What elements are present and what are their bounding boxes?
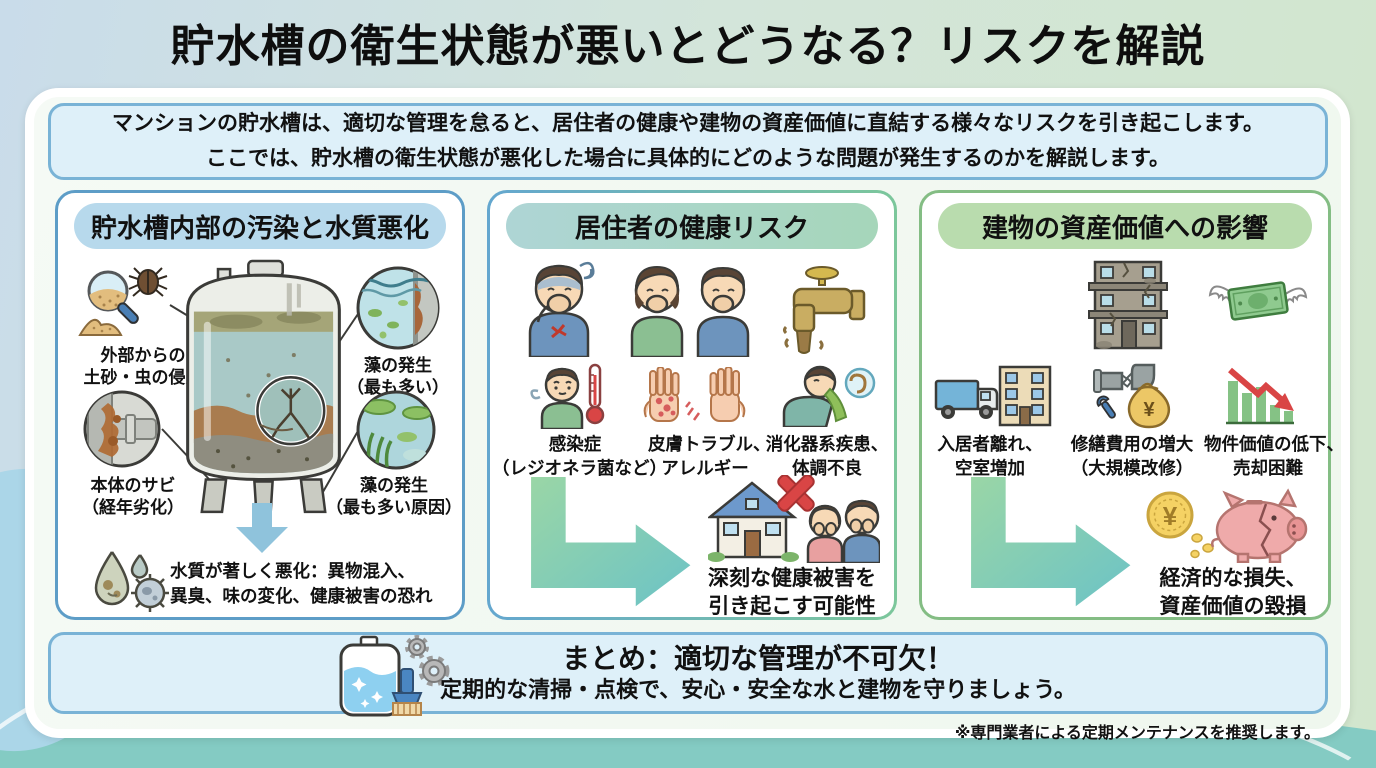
callout-intrusion-label: 外部からの 土砂・虫の侵入 <box>83 346 203 388</box>
algae-growth-icon <box>356 390 436 470</box>
asset-result-text: 経済的な損失、 資産価値の毀損 <box>1159 567 1307 619</box>
callout-algae-bottom-label: 藻の発生 （最も多い原因） <box>326 476 462 518</box>
intro-line-2: ここでは、貯水槽の衛生状態が悪化した場合に具体的にどのような問題が発生するのかを… <box>206 146 1170 170</box>
tank-illustration <box>186 259 341 516</box>
panel-asset-value: 建物の資産価値への影響 <box>919 190 1344 620</box>
elbow-arrow-icon <box>531 477 691 607</box>
summary-box: まとめ：適切な管理が不可欠！ 定期的な清掃・点検で、安心・安全な水と建物を守りま… <box>48 632 1328 717</box>
intro-box: マンションの貯水槽は、適切な管理を怠ると、居住者の健康や建物の資産価値に直結する… <box>48 103 1328 180</box>
asset-item-repair-label: 修繕費用の増大 （大規模改修） <box>1070 434 1194 478</box>
fever-child-icon <box>530 363 605 429</box>
dirty-drops-germ-icon <box>94 551 169 612</box>
clean-tank-brush-gears-icon <box>339 635 450 717</box>
svg-text:¥: ¥ <box>1143 399 1155 421</box>
asset-item-value-label: 物件価値の低下、 売却困難 <box>1204 434 1344 478</box>
summary-subtitle: 定期的な清掃・点検で、安心・安全な水と建物を守りましょう。 <box>440 677 1076 703</box>
asset-item-vacancy-label: 入居者離れ、 空室増加 <box>937 434 1043 478</box>
nausea-pair-icon <box>630 265 750 357</box>
callout-algae-top-label: 藻の発生 （最も多い） <box>347 356 449 398</box>
down-arrow-icon <box>236 503 288 553</box>
vomiting-person-icon <box>782 365 876 427</box>
yen-coin-piggy-icon: ¥ <box>1146 488 1308 563</box>
broken-pipe-moneybag-icon: ¥ <box>1093 363 1171 429</box>
summary-title: まとめ：適切な管理が不可欠！ <box>561 643 954 675</box>
declining-chart-icon <box>1226 367 1294 425</box>
svg-text:¥: ¥ <box>1163 501 1178 531</box>
algae-wall-icon <box>356 266 440 350</box>
intro-line-1: マンションの貯水槽は、適切な管理を怠ると、居住者の健康や建物の資産価値に直結する… <box>111 111 1265 135</box>
moving-truck-building-icon <box>934 365 1052 427</box>
tank-result-text: 水質が著しく悪化：異物混入、 異臭、味の変化、健康被害の恐れ <box>170 561 433 606</box>
elbow-arrow-icon <box>971 477 1131 607</box>
health-item-digestive-label: 消化器系疾患、 体調不良 <box>765 434 889 478</box>
panel-health-risk: 居住者の健康リスク <box>487 190 897 620</box>
dirty-faucet-icon <box>783 266 866 354</box>
flying-money-icon <box>1208 281 1308 321</box>
magnifier-sand-bug-icon <box>78 267 168 336</box>
rust-pipe-icon <box>83 390 161 468</box>
rash-hands-icon <box>643 367 746 422</box>
page-title: 貯水槽の衛生状態が悪いとどうなる？リスクを解説 <box>170 22 1206 71</box>
health-item-infection-label: 感染症 （レジオネラ菌など） <box>492 434 667 478</box>
panel-tank-contamination: 貯水槽内部の汚染と水質悪化 外部からの 土砂・虫の <box>55 190 465 620</box>
panel-tank-title: 貯水槽内部の汚染と水質悪化 <box>74 203 446 249</box>
health-item-skin-label: 皮膚トラブル、 アレルギー <box>648 434 771 478</box>
panel-asset-title: 建物の資産価値への影響 <box>938 203 1312 249</box>
summary-text-block: まとめ：適切な管理が不可欠！ 定期的な清掃・点検で、安心・安全な水と建物を守りま… <box>231 635 1285 711</box>
health-result-text: 深刻な健康被害を 引き起こす可能性 <box>708 567 876 619</box>
panel-health-title: 居住者の健康リスク <box>506 203 878 249</box>
old-building-icon <box>1088 260 1168 350</box>
footnote: ※専門業者による定期メンテナンスを推奨します。 <box>954 725 1320 742</box>
callout-rust-label: 本体のサビ （経年劣化） <box>82 476 184 518</box>
sick-person-icon <box>528 261 595 357</box>
house-x-people-icon <box>708 475 880 563</box>
